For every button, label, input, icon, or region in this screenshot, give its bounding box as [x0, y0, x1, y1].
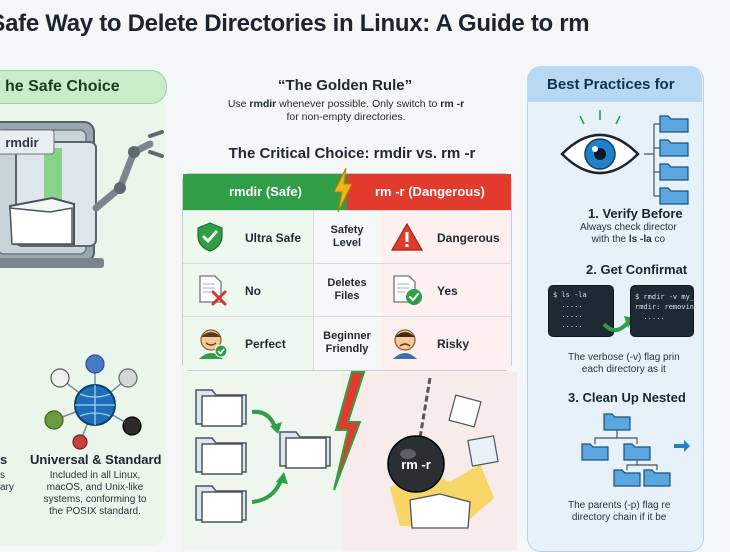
cut-text-2: ary	[0, 482, 14, 493]
step3-text: The parents (-p) flag re directory chain…	[568, 500, 671, 523]
terminal-ls: $ ls -la ..... ..... .....	[548, 285, 614, 337]
finder-icon	[85, 354, 105, 374]
terminal-rmdir-text: $ rmdir -v my_ rmdir: removin .....	[635, 293, 695, 321]
worried-user-icon	[393, 329, 417, 359]
critical-choice-title: The Critical Choice: rmdir vs. rm -r	[228, 145, 476, 162]
step2-title: 2. Get Confirmat	[586, 262, 688, 277]
row-dangerous-value: Risky	[437, 337, 470, 351]
row-dangerous-value: Yes	[437, 284, 458, 298]
cut-title: s	[0, 452, 8, 467]
wrecking-ball-label: rm -r	[401, 457, 431, 472]
file-x-icon	[199, 275, 227, 306]
red-lightning-icon	[333, 371, 366, 491]
row-dangerous-value: Dangerous	[437, 231, 500, 245]
page-title: e Safe Way to Delete Directories in Linu…	[0, 10, 590, 37]
step2-text: The verbose (-v) flag prin each director…	[568, 352, 680, 375]
universal-standard-text: Included in all Linux, macOS, and Unix-l…	[43, 470, 147, 517]
cut-text-1: s	[0, 470, 5, 481]
universal-network-illustration	[44, 354, 142, 450]
universal-standard-title: Universal & Standard	[30, 452, 162, 467]
golden-rule-text: Use rmdir whenever possible. Only switch…	[227, 98, 465, 123]
step3-title: 3. Clean Up Nested	[568, 390, 686, 405]
dangerous-header-label: rm -r (Dangerous)	[375, 184, 485, 199]
nested-tree-illustration	[581, 413, 690, 487]
terminal-rmdir: $ rmdir -v my_ rmdir: removin .....	[630, 285, 694, 337]
freebsd-icon	[44, 410, 64, 430]
dangerous-column-header	[347, 174, 511, 210]
golden-rule-title: “The Golden Rule”	[277, 77, 413, 94]
linux-icon	[50, 368, 70, 388]
ubuntu-icon	[122, 416, 142, 436]
warning-icon	[390, 222, 424, 251]
apple-icon	[118, 368, 138, 388]
safe-column-header	[183, 174, 347, 210]
rmdir-device-label: rmdir	[5, 135, 38, 150]
happy-user-icon	[199, 329, 228, 359]
comparison-table: rmdir (Safe) rm -r (Dangerous) Ultra Saf…	[182, 173, 512, 371]
eye-folders-illustration	[560, 110, 689, 205]
safe-choice-title: he Safe Choice	[5, 78, 120, 95]
shield-check-icon	[197, 222, 223, 252]
step1-text: Always check director with the ls -la co	[580, 222, 677, 245]
safe-choice-header: he Safe Choice	[0, 70, 167, 104]
best-practices-title: Best Practices for	[547, 76, 675, 93]
wrecking-ball-illustration: rm -r	[387, 377, 499, 529]
step1-title: 1. Verify Before	[588, 206, 683, 221]
row-safe-value: Perfect	[245, 337, 286, 351]
unix-icon	[72, 434, 88, 450]
lightning-icon	[333, 167, 353, 213]
safe-header-label: rmdir (Safe)	[229, 184, 302, 199]
row-safe-value: No	[245, 284, 261, 298]
rmdir-safe-device-illustration: rmdir	[0, 121, 164, 268]
best-practices-header: Best Practices for	[527, 66, 702, 102]
file-check-icon	[393, 275, 422, 305]
folders-illustration	[195, 389, 331, 523]
terminal-ls-text: $ ls -la ..... ..... .....	[553, 291, 587, 329]
row-safe-value: Ultra Safe	[245, 231, 302, 245]
